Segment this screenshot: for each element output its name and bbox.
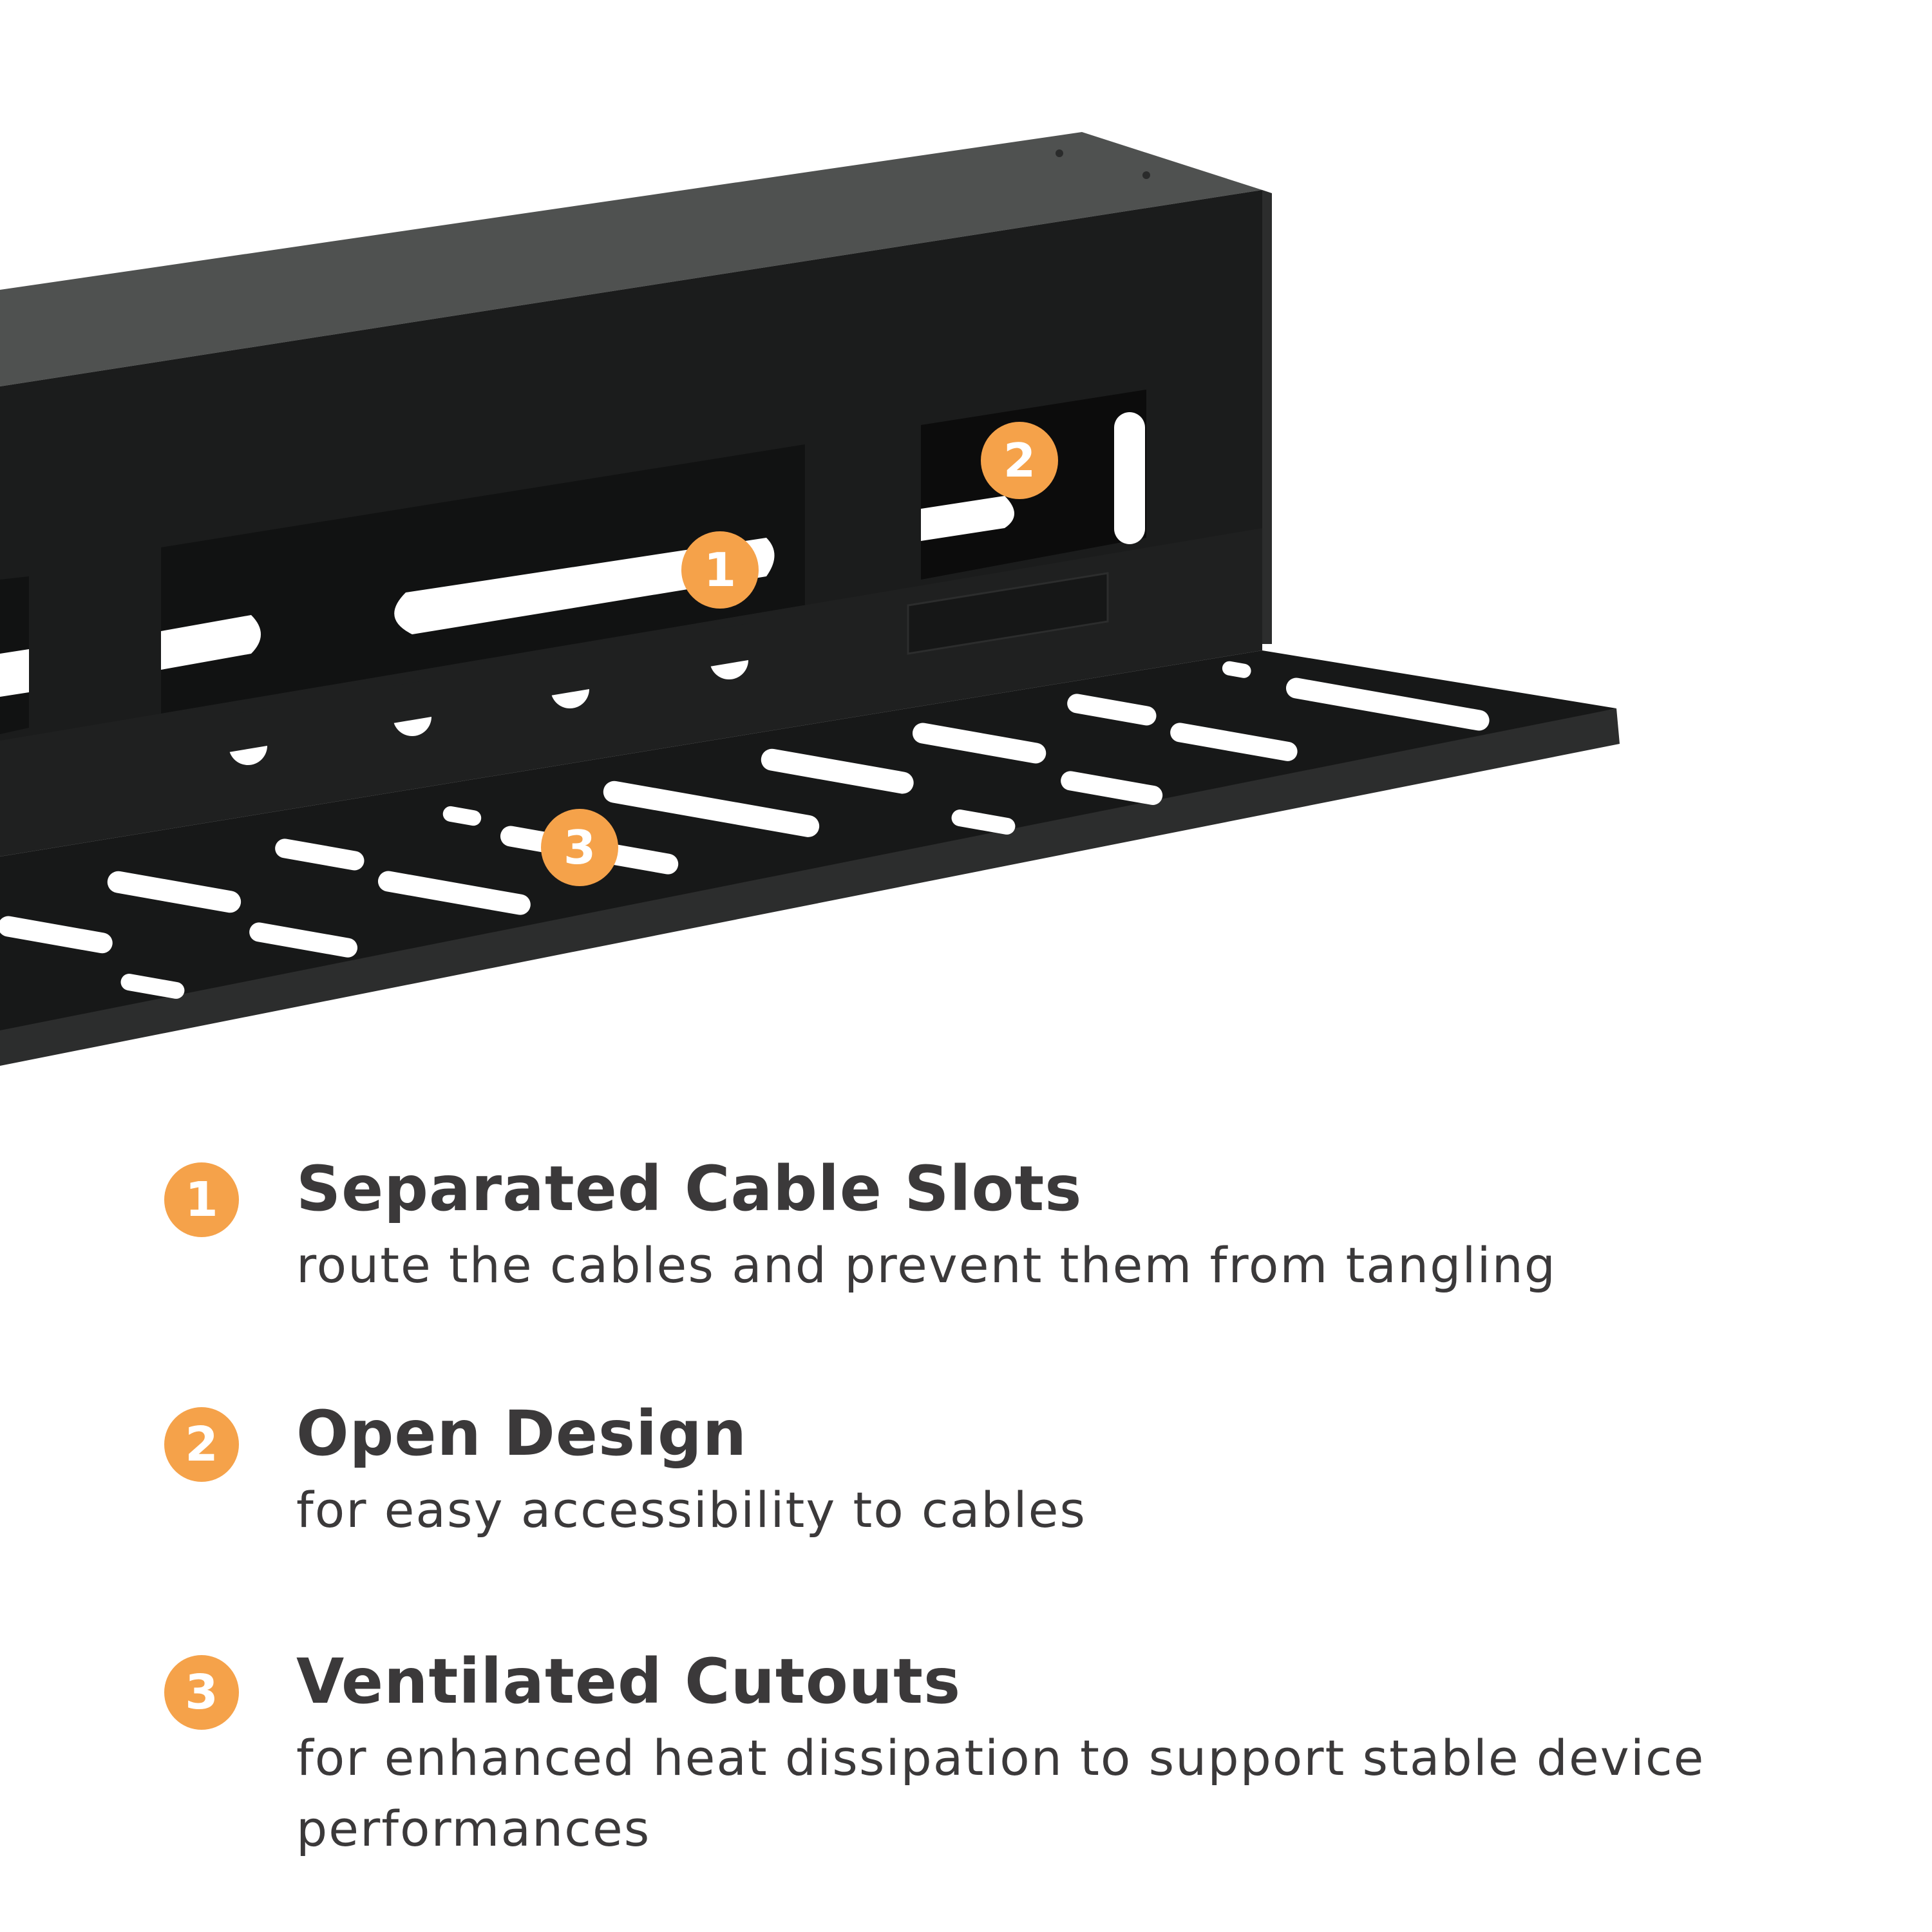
screw-hole <box>1056 149 1063 157</box>
feature-description: for easy accessibility to cables <box>296 1481 1086 1539</box>
callout-3: 3 <box>541 809 618 886</box>
cable-slot-left <box>0 649 29 697</box>
tray-end-face <box>1262 190 1272 644</box>
cable-slot-long <box>394 538 775 634</box>
feature-title: Separated Cable Slots <box>296 1153 1083 1225</box>
tray-front-edge <box>0 708 1620 1066</box>
feature-number-badge: 1 <box>164 1162 239 1237</box>
cable-tray-illustration: 1 2 3 <box>0 132 1620 1066</box>
callout-2: 2 <box>981 422 1058 499</box>
feature-number-badge: 3 <box>164 1655 239 1730</box>
slot-panel-recess <box>161 444 805 715</box>
callout-1: 1 <box>681 531 759 609</box>
feature-title: Open Design <box>296 1397 748 1470</box>
feature-description: for enhanced heat dissipation to support… <box>296 1729 1705 1857</box>
tray-top-face <box>0 132 1262 386</box>
svg-text:2: 2 <box>1003 433 1036 488</box>
feature-description: route the cables and prevent them from t… <box>296 1236 1557 1294</box>
vent-cutouts <box>0 661 1490 999</box>
svg-text:1: 1 <box>704 543 736 597</box>
feature-number-badge: 2 <box>164 1407 239 1482</box>
cable-slot-short <box>161 615 261 670</box>
feature-title: Ventilated Cutouts <box>296 1645 961 1718</box>
open-window-vertical-slot <box>1114 412 1145 544</box>
screw-hole <box>1142 171 1150 179</box>
svg-text:3: 3 <box>564 820 596 875</box>
open-window-slot <box>921 496 1014 541</box>
label-recess <box>907 572 1109 655</box>
